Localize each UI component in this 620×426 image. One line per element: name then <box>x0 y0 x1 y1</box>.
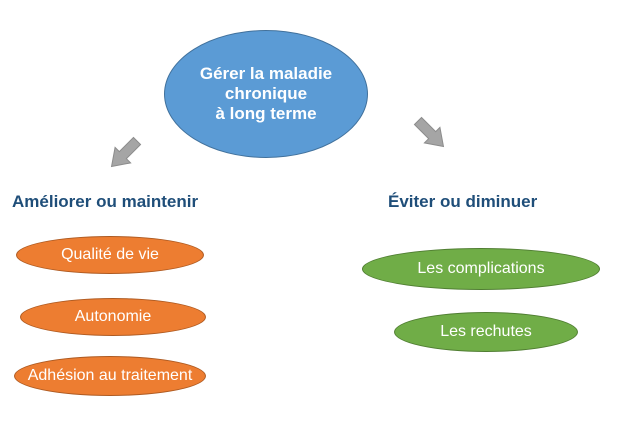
item-treatment-adherence-label: Adhésion au traitement <box>27 367 193 384</box>
item-treatment-adherence: Adhésion au traitement <box>14 356 206 396</box>
item-complications: Les complications <box>362 248 600 290</box>
arrow-right <box>413 116 445 148</box>
item-quality-of-life: Qualité de vie <box>16 236 204 274</box>
arrow-left <box>110 136 142 168</box>
heading-avoid-reduce: Éviter ou diminuer <box>388 192 538 211</box>
central-goal: Gérer la maladie chronique à long terme <box>164 30 368 158</box>
heading-improve-maintain: Améliorer ou maintenir <box>12 192 199 211</box>
item-autonomy: Autonomie <box>20 298 206 336</box>
item-relapses: Les rechutes <box>394 312 578 352</box>
item-complications-label: Les complications <box>417 260 545 277</box>
central-goal-label: Gérer la maladie chronique à long terme <box>199 64 333 123</box>
item-relapses-label: Les rechutes <box>440 323 532 340</box>
item-autonomy-label: Autonomie <box>74 308 152 325</box>
item-quality-of-life-label: Qualité de vie <box>61 246 159 263</box>
